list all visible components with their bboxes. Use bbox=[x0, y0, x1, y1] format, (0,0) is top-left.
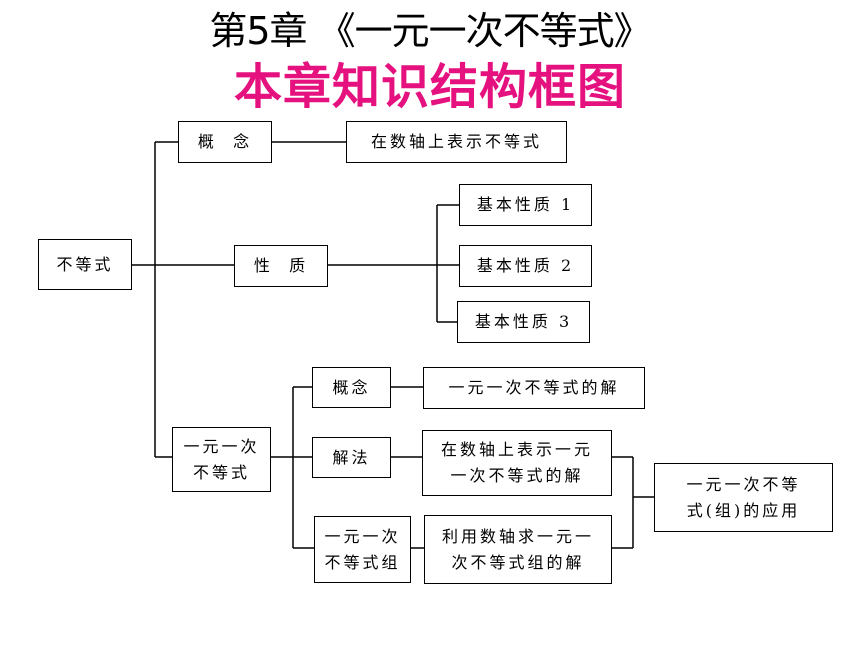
chapter-title: 第5章 《一元一次不等式》 bbox=[209, 9, 651, 53]
node-linear-solution: 一元一次不等式的解 bbox=[423, 367, 645, 409]
node-inequality: 不等式 bbox=[38, 239, 132, 290]
diagram-title: 本章知识结构框图 bbox=[233, 59, 626, 115]
node-system-solution: 利用数轴求一元一 次不等式组的解 bbox=[424, 515, 612, 584]
node-linear-concept: 概念 bbox=[312, 367, 391, 408]
node-solution-on-number-line: 在数轴上表示一元 一次不等式的解 bbox=[422, 430, 612, 496]
node-basic-property-1: 基本性质 1 bbox=[459, 184, 592, 226]
node-basic-property-3: 基本性质 3 bbox=[457, 301, 590, 343]
node-concept: 概 念 bbox=[178, 121, 272, 163]
node-solution-method: 解法 bbox=[312, 437, 391, 478]
node-linear-system: 一元一次 不等式组 bbox=[314, 516, 411, 583]
node-application: 一元一次不等 式(组)的应用 bbox=[654, 463, 833, 532]
node-basic-property-2: 基本性质 2 bbox=[459, 245, 592, 287]
node-linear-inequality: 一元一次 不等式 bbox=[172, 427, 271, 492]
node-number-line-inequality: 在数轴上表示不等式 bbox=[346, 121, 567, 163]
node-property: 性 质 bbox=[234, 245, 328, 287]
